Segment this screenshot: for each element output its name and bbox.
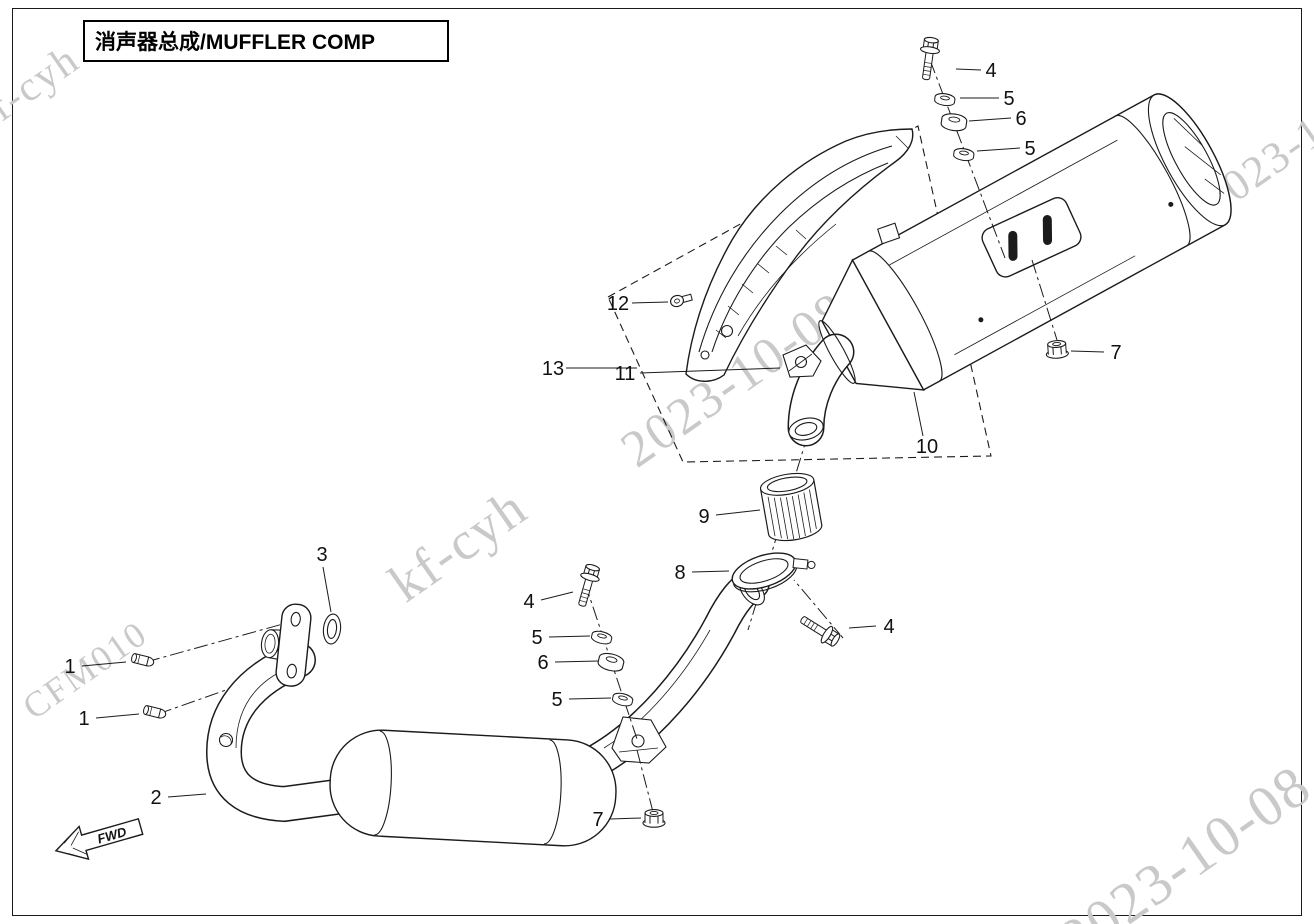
callout-label: 5 [531, 627, 542, 649]
sheet-border [12, 8, 1302, 916]
callout-label: 11 [615, 363, 636, 385]
bolt-part [571, 561, 604, 610]
exhaust-flange-part [260, 603, 312, 687]
callout-label: 4 [883, 616, 894, 638]
callout-label: 12 [607, 293, 629, 315]
sleeve-part [759, 472, 823, 542]
fwd-arrow: FWD [54, 817, 144, 861]
grommet-part [939, 111, 969, 133]
callout-label: 2 [150, 787, 161, 809]
callout-label: 4 [523, 591, 534, 613]
grommet-part [596, 650, 626, 674]
callout-label: 10 [916, 436, 938, 458]
callout-label: 9 [698, 506, 709, 528]
callout-label: 7 [592, 809, 603, 831]
callout-label: 5 [551, 689, 562, 711]
callout-label: 13 [542, 358, 564, 380]
pipe-bracket-part [782, 344, 822, 378]
callout-label: 7 [1110, 342, 1121, 364]
pipe-hole [218, 732, 234, 748]
gasket-part [322, 613, 342, 645]
heat-shield-part [685, 128, 914, 382]
callout-label: 5 [1003, 88, 1014, 110]
washer-part [952, 146, 976, 163]
nut-part [642, 809, 666, 828]
screw-part [670, 293, 693, 308]
nut-part [1044, 339, 1070, 360]
callout-label: 5 [1024, 138, 1035, 160]
clamp-part [731, 552, 816, 593]
muffler-mount-bracket [981, 197, 1082, 278]
washer-part [589, 628, 614, 647]
pipe-mount-bracket [611, 716, 667, 764]
callout-label: 1 [64, 656, 75, 678]
catalyst-chamber [329, 729, 617, 847]
centerline [1031, 259, 1058, 341]
callout-label: 8 [674, 562, 685, 584]
stud-part [130, 652, 156, 668]
callout-label: 1 [78, 708, 89, 730]
title-box: 消声器总成/MUFFLER COMP [83, 20, 449, 62]
bolt-part [915, 35, 942, 82]
centerline [636, 749, 654, 813]
washer-part [610, 690, 635, 709]
callout-label: 3 [316, 544, 327, 566]
muffler-inlet-pipe [787, 320, 856, 447]
page-title: 消声器总成/MUFFLER COMP [95, 31, 375, 54]
callout-label: 6 [537, 652, 548, 674]
callout-labels: 4 5 6 5 12 13 11 7 10 9 8 3 4 4 5 6 5 1 … [64, 60, 1121, 831]
washer-part [933, 91, 957, 108]
front-pipe-part [205, 566, 770, 847]
callout-label: 4 [985, 60, 996, 82]
leader-lines [81, 68, 1105, 820]
stud-part [142, 704, 168, 720]
callout-label: 6 [1015, 108, 1026, 130]
